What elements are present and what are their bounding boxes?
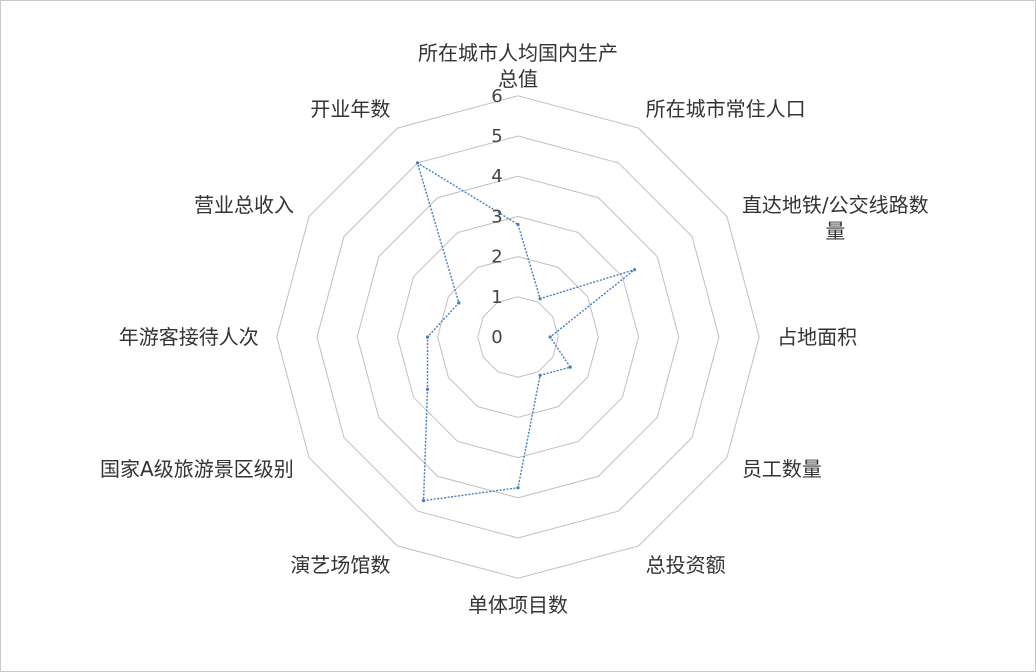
grid-ring-3 bbox=[396, 215, 640, 459]
axis-label: 国家A级旅游景区级别 bbox=[100, 456, 294, 482]
tick-label: 1 bbox=[491, 287, 502, 308]
axis-label-line: 所在城市常住人口 bbox=[645, 97, 806, 122]
data-point bbox=[548, 335, 552, 339]
grid-ring-4 bbox=[356, 175, 680, 499]
axis-label: 员工数量 bbox=[742, 456, 822, 482]
axis-label: 所在城市人均国内生产总值 bbox=[418, 40, 618, 92]
data-point bbox=[425, 335, 430, 339]
axis-label-line: 直达地铁/公交线路数 bbox=[741, 193, 929, 218]
data-point bbox=[457, 301, 461, 305]
data-point bbox=[516, 486, 520, 490]
axis-label-line: 总投资额 bbox=[645, 552, 726, 577]
axis-label: 开业年数 bbox=[310, 96, 390, 122]
tick-label: 3 bbox=[491, 206, 502, 227]
axis-label-line: 量 bbox=[825, 219, 846, 244]
data-point bbox=[425, 387, 430, 391]
axis-label-line: 单体项目数 bbox=[468, 593, 568, 618]
axis-label: 所在城市常住人口 bbox=[646, 96, 806, 122]
axis-label-line: 所在城市人均国内生产 bbox=[418, 40, 618, 65]
axis-label: 年游客接待人次 bbox=[119, 324, 259, 350]
tick-label: 5 bbox=[491, 126, 502, 147]
axis-label-line: 营业总收入 bbox=[194, 193, 295, 218]
axis-label: 总投资额 bbox=[646, 552, 726, 578]
grid-ring-2 bbox=[437, 256, 599, 418]
data-point bbox=[421, 499, 426, 503]
axis-label-line: 员工数量 bbox=[741, 456, 822, 481]
axis-label-line: 占地面积 bbox=[777, 325, 858, 349]
tick-label: 4 bbox=[491, 166, 502, 187]
grid-ring-5 bbox=[316, 135, 720, 539]
axis-label-line: 总值 bbox=[498, 66, 538, 91]
axis-label-line: 开业年数 bbox=[310, 97, 391, 122]
axis-label: 直达地铁/公交线路数量 bbox=[742, 192, 929, 244]
data-point bbox=[568, 365, 572, 369]
tick-label: 0 bbox=[491, 327, 502, 348]
data-point bbox=[415, 161, 420, 165]
axis-label: 营业总收入 bbox=[194, 192, 294, 218]
data-point bbox=[633, 268, 637, 272]
tick-label: 6 bbox=[491, 86, 502, 107]
tick-label: 2 bbox=[491, 247, 502, 268]
series-line-0 bbox=[416, 161, 636, 502]
axis-label: 演艺场馆数 bbox=[290, 552, 390, 578]
data-point bbox=[538, 297, 542, 301]
axis-label-line: 演艺场馆数 bbox=[290, 552, 391, 577]
axis-label: 单体项目数 bbox=[468, 592, 568, 618]
axis-label: 占地面积 bbox=[777, 324, 857, 350]
data-point bbox=[516, 222, 520, 227]
grid-ring-6 bbox=[276, 95, 760, 579]
axis-label-line: 年游客接待人次 bbox=[118, 325, 259, 349]
axis-label-line: 国家A级旅游景区级别 bbox=[100, 456, 294, 481]
grid-ring-1 bbox=[477, 296, 559, 378]
data-point bbox=[538, 373, 542, 377]
